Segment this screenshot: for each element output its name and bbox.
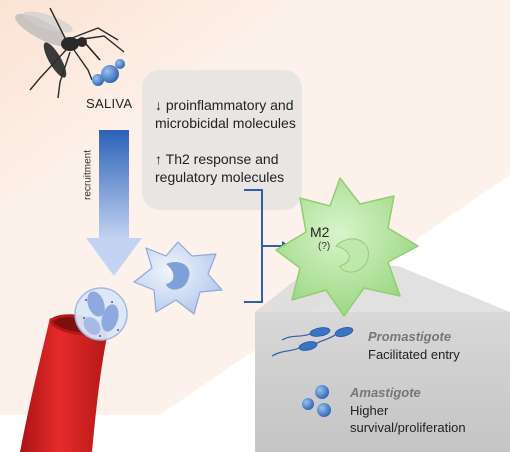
effect-down-line1: ↓ proinflammatory and: [155, 97, 294, 113]
promastigote-icon: [271, 326, 354, 357]
saliva-label: SALIVA: [86, 96, 133, 111]
monocyte-nucleus: [166, 261, 190, 290]
effect-up-line1: ↑ Th2 response and: [155, 151, 279, 167]
m2-nucleus: [335, 238, 369, 273]
m2-qualifier: (?): [318, 241, 331, 252]
amastigote-desc-line1: Higher: [350, 403, 389, 418]
m2-label: M2: [310, 224, 330, 240]
outcome-panel: [255, 312, 510, 452]
amastigote-desc-line2: survival/proliferation: [350, 420, 466, 435]
effect-down-line2: microbicidal molecules: [155, 115, 296, 131]
recruitment-arrow: [86, 130, 142, 276]
recruitment-label: recruitment: [82, 149, 94, 201]
promastigote-title: Promastigote: [368, 329, 452, 344]
effects-box: [142, 70, 302, 210]
mosquito-icon: [15, 7, 125, 99]
amastigote-title: Amastigote: [350, 385, 421, 400]
saliva-drops-icon: [92, 59, 125, 86]
amastigote-icon: [302, 385, 331, 417]
effect-up-line2: regulatory molecules: [155, 169, 285, 185]
circulating-monocyte-icon: [74, 287, 128, 341]
promastigote-desc: Facilitated entry: [368, 347, 460, 362]
